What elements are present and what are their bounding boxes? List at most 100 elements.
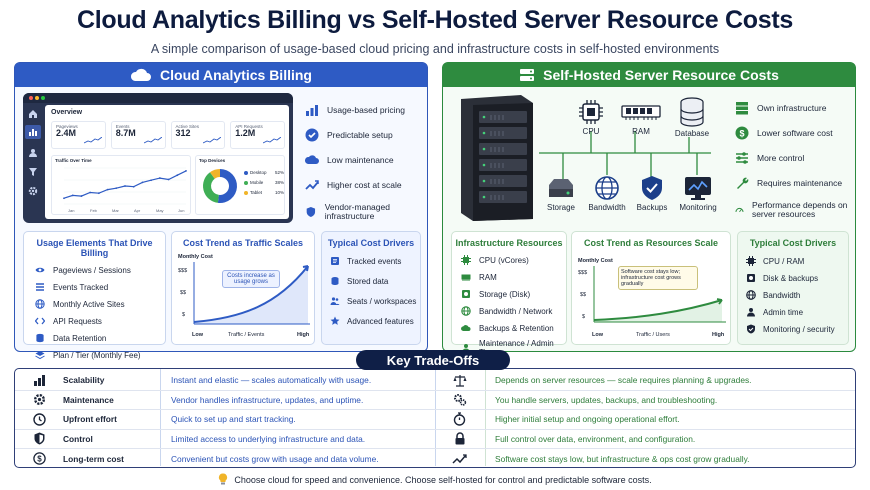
shield-icon xyxy=(34,432,45,445)
cloud-trend-x-label: Traffic / Events xyxy=(228,332,265,338)
gears-icon xyxy=(454,394,467,406)
month-tick: Feb xyxy=(90,208,98,213)
metric-label: Events xyxy=(115,124,130,129)
self-trend-tick-2: $$ xyxy=(580,292,587,298)
cloud-trend-x-low: Low xyxy=(192,332,203,338)
trend-up-icon xyxy=(452,454,467,464)
users-icon xyxy=(330,297,340,305)
usage-item: Plan / Tier (Monthly Fee) xyxy=(34,349,165,361)
scale-balance-icon xyxy=(453,374,467,387)
trend-up-icon xyxy=(305,179,319,190)
traffic-point xyxy=(115,187,118,190)
metric-label: API Requests xyxy=(235,124,263,129)
sparkline xyxy=(203,137,222,144)
lightbulb-icon xyxy=(219,473,228,485)
legend-swatch xyxy=(244,170,248,175)
self-trend-note: Software cost stays low; infrastructure … xyxy=(618,266,698,290)
component-storage: Storage xyxy=(541,177,581,212)
self-drivers-box: Typical Cost Drivers CPU / RAM Disk & ba… xyxy=(737,231,849,345)
feature-usage-based: Usage-based pricing xyxy=(305,97,423,122)
self-drivers-title: Typical Cost Drivers xyxy=(749,238,837,248)
dollar-circle-icon: $ xyxy=(33,452,46,465)
cloud-features: Usage-based pricing Predictable setup Lo… xyxy=(305,97,423,227)
usage-item: API Requests xyxy=(34,315,165,327)
self-trend-x-low: Low xyxy=(592,332,603,338)
tradeoff-row-control: Control Limited access to underlying inf… xyxy=(15,430,855,449)
driver-item: Monitoring / security xyxy=(746,324,848,334)
tradeoff-row-maintenance: Maintenance Vendor handles infrastructur… xyxy=(15,391,855,410)
self-trend-chart xyxy=(593,266,726,323)
tradeoffs-title: Key Trade-Offs xyxy=(356,350,510,370)
component-bandwidth: Bandwidth xyxy=(585,175,629,212)
driver-item: Admin time xyxy=(746,307,848,317)
check-circle-icon xyxy=(305,128,319,141)
cloud-trend-title: Cost Trend as Traffic Scales xyxy=(182,238,304,248)
usage-item: Monthly Active Sites xyxy=(34,298,165,310)
self-trend-ylabel: Monthly Cost xyxy=(578,258,613,264)
month-tick: Mar xyxy=(112,208,120,213)
driver-item: CPU / RAM xyxy=(746,256,848,266)
traffic-point xyxy=(150,179,153,182)
cloud-icon xyxy=(131,68,152,81)
tradeoffs-table: Scalability Instant and elastic — scales… xyxy=(14,368,856,468)
gear-icon xyxy=(33,394,46,406)
stopwatch-icon xyxy=(453,412,466,426)
traffic-point xyxy=(167,178,170,181)
infrastructure-item: CPU (vCores) xyxy=(460,254,566,266)
shield-check-icon xyxy=(642,176,662,200)
devices-title: Top Devices xyxy=(199,158,226,163)
feature-performance-depends: Performance depends on server resources xyxy=(735,195,855,225)
page-title: Cloud Analytics Billing vs Self-Hosted S… xyxy=(77,6,793,34)
self-hosted-panel-header: Self-Hosted Server Resource Costs xyxy=(443,63,855,87)
person-icon xyxy=(747,308,755,317)
code-icon xyxy=(34,315,46,327)
eye-icon xyxy=(34,264,46,276)
driver-item: Tracked events xyxy=(330,256,420,266)
globe-icon xyxy=(595,176,619,200)
feature-more-control: More control xyxy=(735,145,855,170)
feature-predictable-setup: Predictable setup xyxy=(305,122,423,147)
storage-icon xyxy=(549,179,573,197)
driver-item: Disk & backups xyxy=(746,273,848,283)
month-tick: Jan xyxy=(68,208,74,213)
metric-value: 1.2M xyxy=(235,128,256,138)
page-subtitle: A simple comparison of usage-based cloud… xyxy=(150,42,720,56)
database-icon xyxy=(680,97,704,127)
feature-vendor-managed: Vendor-managed infrastructure xyxy=(305,197,423,227)
feature-own-infrastructure: Own infrastructure xyxy=(735,95,855,120)
traffic-point xyxy=(89,191,92,194)
infrastructure-item: RAM xyxy=(460,271,566,283)
cloud-panel-header: Cloud Analytics Billing xyxy=(15,63,427,87)
globe-icon xyxy=(34,298,46,310)
database-icon xyxy=(34,332,46,344)
self-trend-title: Cost Trend as Resources Scale xyxy=(583,238,719,248)
donut-slice xyxy=(203,172,219,203)
cpu-icon xyxy=(579,100,603,124)
usage-item: Data Retention xyxy=(34,332,165,344)
month-tick: May xyxy=(156,208,164,213)
sliders-icon xyxy=(736,151,748,164)
traffic-point xyxy=(97,192,100,195)
self-trend-box: Cost Trend as Resources Scale Monthly Co… xyxy=(571,231,731,345)
traffic-point xyxy=(158,177,161,179)
component-backups: Backups xyxy=(631,175,673,212)
component-database: Database xyxy=(671,97,713,138)
cloud-trend-x-high: High xyxy=(297,332,310,338)
bar-chart-icon xyxy=(34,374,45,386)
globe-icon xyxy=(746,290,756,300)
cloud-trend-tick-1: $ xyxy=(182,312,186,318)
usage-item: Pageviews / Sessions xyxy=(34,264,165,276)
self-trend-tick-3: $$$ xyxy=(578,270,588,276)
devices-donut-chart xyxy=(203,169,237,203)
tradeoff-row-long-term-cost: $ Long-term cost Convenient but costs gr… xyxy=(15,449,855,469)
